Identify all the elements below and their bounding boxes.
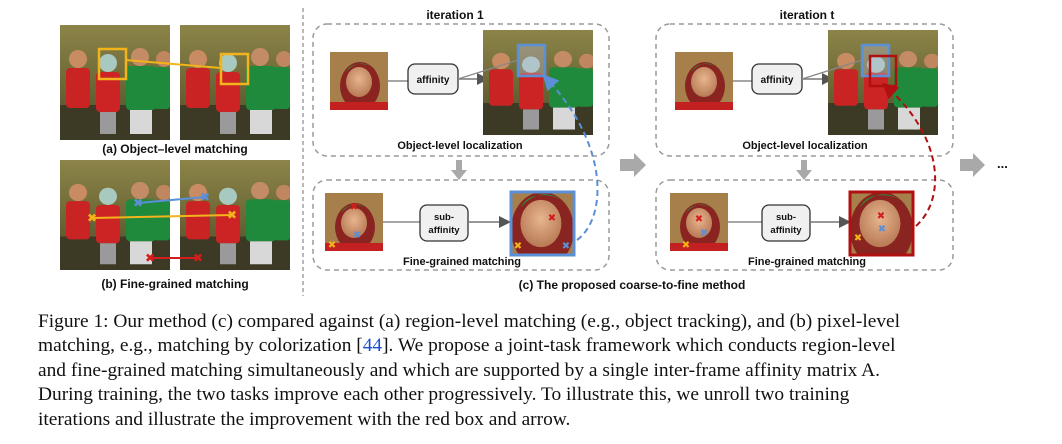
cross-icon: ✖: [353, 230, 361, 241]
panel-c-label: (c) The proposed coarse-to-fine method: [519, 278, 746, 292]
sub-affinity-l1: sub-: [776, 212, 796, 223]
cross-icon: ✖: [548, 213, 556, 224]
pixel-match-yellow: [91, 214, 233, 219]
panel-a-label: (a) Object–level matching: [102, 142, 247, 156]
caption-line-5: iterations and illustrate the improvemen…: [38, 408, 571, 430]
object-match-line: [125, 59, 222, 69]
sub-affinity-node-t: [761, 204, 811, 242]
cross-icon: ✖: [878, 224, 886, 235]
ellipsis: ...: [997, 156, 1008, 171]
iteration-1-title: iteration 1: [426, 8, 484, 22]
panel-b-images: ✖ ✖ ✖ ✖ ✖ ✖: [60, 160, 290, 270]
cross-icon: ✖: [700, 228, 708, 239]
object-box-source: [97, 47, 128, 81]
sub-affinity-node-1: [419, 204, 469, 242]
panel-a-images: [60, 25, 290, 140]
caption-text: ]. We propose a joint-task framework whi…: [382, 335, 896, 357]
iteration-t-title: iteration t: [780, 8, 835, 22]
feedback-arrow-red: [882, 82, 937, 227]
caption-text: matching, e.g., matching by colorization…: [38, 335, 363, 357]
figure-caption: Figure 1: Our method (c) compared agains…: [38, 310, 1038, 432]
cross-icon: ✖: [877, 211, 885, 222]
object-box-target: [219, 52, 250, 86]
down-arrow-1: [451, 160, 467, 180]
object-level-box-t: [655, 23, 954, 157]
cross-icon: ✖: [133, 196, 143, 210]
cross-icon: ✖: [328, 240, 336, 251]
cross-icon: ✖: [200, 190, 210, 204]
down-arrow-t: [796, 160, 812, 180]
sub-affinity-l1: sub-: [434, 212, 454, 223]
affinity-to-box-line: [457, 59, 519, 80]
sub-affinity-l2: affinity: [428, 225, 460, 236]
cross-icon: ✖: [193, 251, 203, 265]
right-arrow-continue: [960, 153, 985, 177]
cross-icon: ✖: [562, 241, 570, 252]
pixel-match-blue: [137, 196, 206, 204]
localized-box-t-blue: [860, 43, 891, 78]
sub-affinity-l2: affinity: [770, 225, 802, 236]
affinity-label-t: affinity: [761, 75, 794, 86]
object-level-box-1: [312, 23, 610, 157]
affinity-to-box-line: [801, 59, 863, 80]
cross-icon: ✖: [682, 240, 690, 251]
cross-icon: ✖: [350, 202, 358, 213]
affinity-label-1: affinity: [417, 75, 450, 86]
cross-icon: ✖: [514, 241, 522, 252]
feedback-arrow-blue: [542, 74, 599, 241]
cross-icon: ✖: [695, 214, 703, 225]
panel-b-label: (b) Fine-grained matching: [101, 277, 248, 291]
caption-line-4: During training, the two tasks improve e…: [38, 384, 850, 406]
right-arrow-between-iterations: [620, 153, 646, 177]
caption-line-1: Figure 1: Our method (c) compared agains…: [38, 311, 901, 332]
caption-line-2: matching, e.g., matching by colorization…: [38, 334, 1038, 358]
figure-diagram: (a) Object–level matching ✖ ✖ ✖ ✖ ✖ ✖ (b…: [60, 8, 1008, 296]
cross-icon: ✖: [854, 233, 862, 244]
citation-link[interactable]: 44: [362, 335, 383, 357]
fine-label-t: Fine-grained matching: [748, 256, 866, 268]
fine-level-box-t: [655, 179, 954, 271]
fine-box-1: [509, 190, 576, 257]
caption-line-3: and fine-grained matching simultaneously…: [38, 359, 880, 381]
cross-icon: ✖: [145, 251, 155, 265]
fine-box-t: [848, 190, 915, 257]
fine-label-1: Fine-grained matching: [403, 256, 521, 268]
cross-icon: ✖: [227, 208, 237, 222]
localized-box-1: [516, 43, 547, 78]
obj-label-t: Object-level localization: [742, 140, 868, 152]
cross-icon: ✖: [87, 211, 97, 225]
fine-level-box-1: [312, 179, 610, 271]
obj-label-1: Object-level localization: [397, 140, 523, 152]
